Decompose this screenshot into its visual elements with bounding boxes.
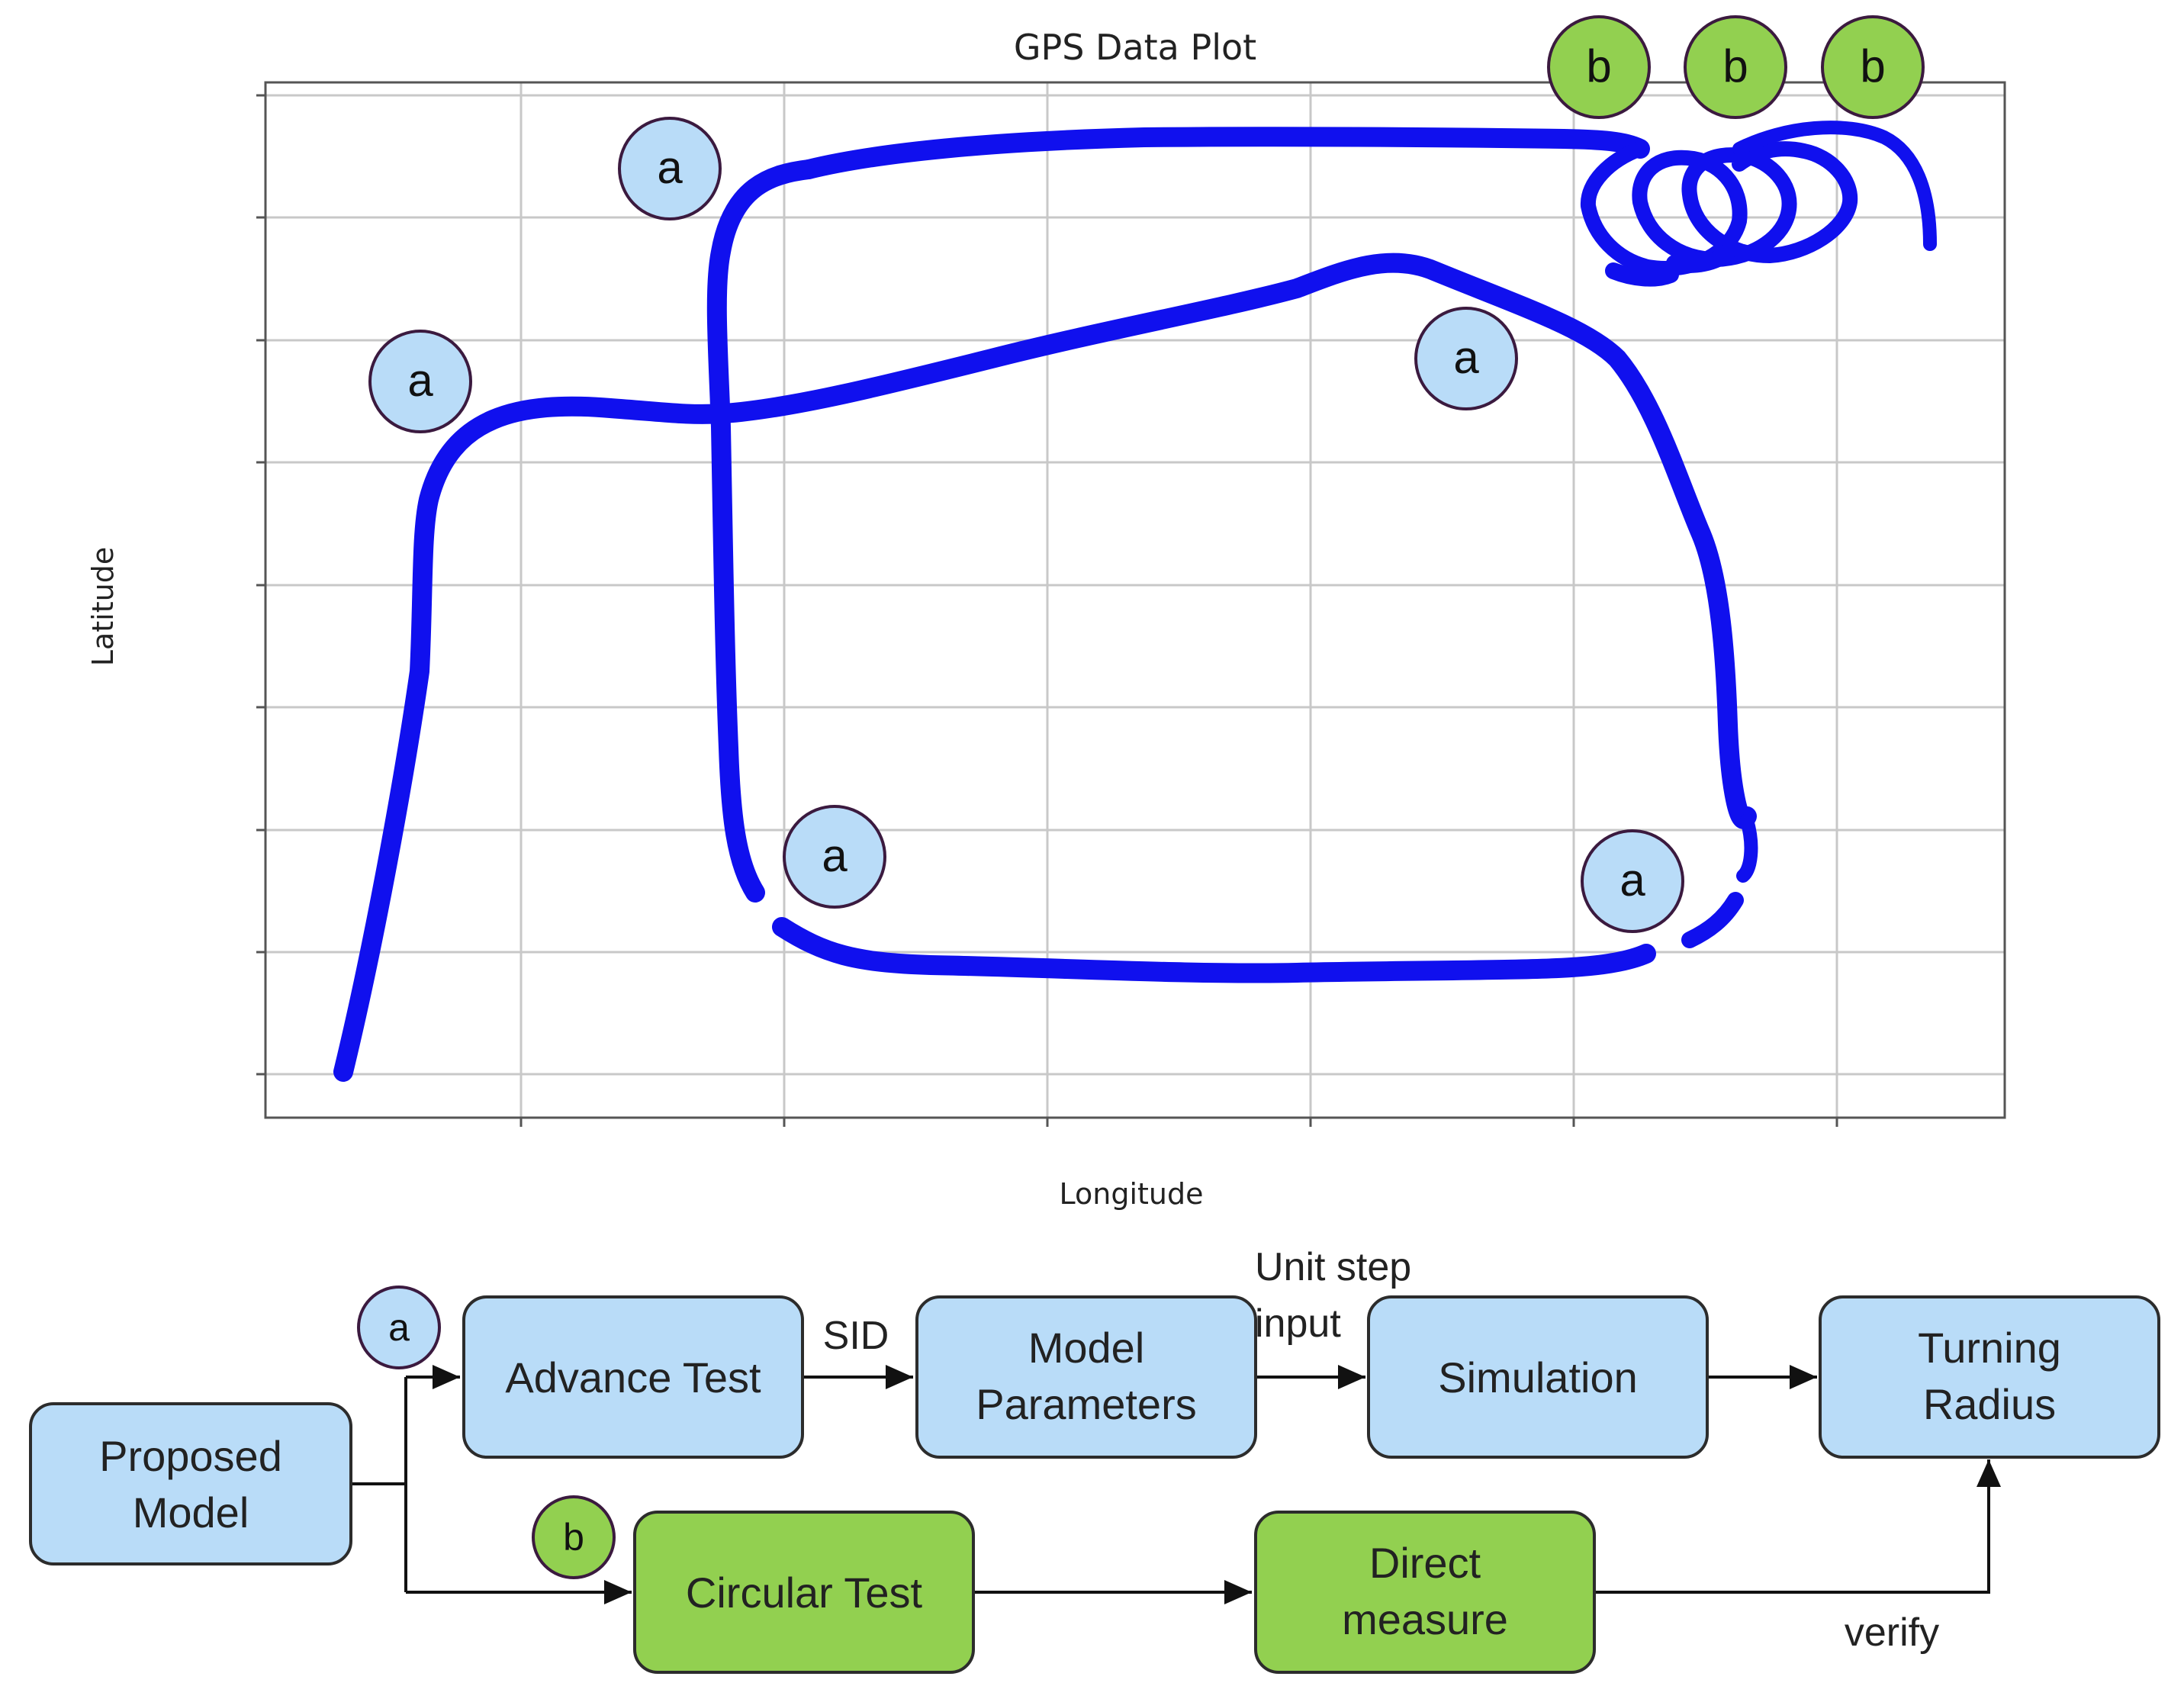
svg-text:a: a	[1453, 332, 1479, 383]
node-turning-radius: Turning Radius	[1819, 1295, 2160, 1459]
svg-text:b: b	[1860, 40, 1885, 92]
plot-marker-b-2: b	[1684, 15, 1787, 119]
plot-marker-a-west: a	[368, 330, 472, 433]
plot-marker-a-southeast: a	[1581, 829, 1684, 933]
x-axis-label: Longitude	[1060, 1177, 1204, 1211]
node-simulation: Simulation	[1367, 1295, 1709, 1459]
axis-ticks	[256, 94, 1838, 1127]
svg-text:a: a	[657, 142, 683, 193]
track-segment-loop-south	[772, 917, 1656, 983]
svg-text:b: b	[563, 1516, 584, 1559]
svg-text:a: a	[822, 830, 848, 881]
y-axis-label: Latitude	[86, 547, 120, 666]
plot-title: GPS Data Plot	[1014, 27, 1256, 68]
edge-label-unit-step-line1: Unit step	[1255, 1245, 1411, 1289]
track-segment-loop-north	[799, 127, 1650, 179]
plot-marker-a-northwest: a	[618, 117, 722, 220]
svg-text:Model: Model	[1028, 1324, 1145, 1372]
svg-text:measure: measure	[1342, 1595, 1508, 1643]
svg-text:Simulation: Simulation	[1438, 1353, 1637, 1401]
plot-marker-b-1: b	[1547, 15, 1651, 119]
edge-label-verify: verify	[1845, 1611, 1939, 1655]
svg-text:b: b	[1586, 40, 1611, 92]
plot-marker-a-east: a	[1414, 307, 1518, 410]
svg-text:Parameters: Parameters	[976, 1380, 1196, 1428]
plot-marker-a-southwest: a	[783, 805, 886, 909]
flow-diagram: Proposed Model Advance Test Model Parame…	[29, 1245, 2160, 1674]
track-segment-circles-tail	[1732, 121, 1937, 251]
flow-badge-b: b	[532, 1495, 616, 1579]
svg-text:b: b	[1722, 40, 1748, 92]
svg-text:Advance Test: Advance Test	[505, 1353, 761, 1401]
svg-text:a: a	[388, 1306, 410, 1349]
track-segment-south-east	[1681, 892, 1744, 948]
svg-text:a: a	[1620, 854, 1645, 906]
node-direct-measure: Direct measure	[1254, 1511, 1596, 1674]
svg-text:Turning: Turning	[1918, 1324, 2061, 1372]
svg-text:Radius: Radius	[1923, 1380, 2056, 1428]
svg-text:Circular Test: Circular Test	[686, 1569, 923, 1617]
edge-label-unit-step-line2: input	[1255, 1302, 1341, 1346]
flow-connectors	[351, 1365, 2001, 1604]
plot-marker-b-3: b	[1821, 15, 1925, 119]
plot-grid	[265, 82, 2005, 1118]
edge-direct-to-radius	[1594, 1459, 2001, 1594]
track-segment-west	[333, 253, 1757, 1082]
node-model-parameters: Model Parameters	[915, 1295, 1257, 1459]
svg-text:Proposed: Proposed	[99, 1432, 282, 1480]
node-circular-test: Circular Test	[633, 1511, 975, 1674]
svg-text:Model: Model	[133, 1488, 249, 1537]
edge-label-sid: SID	[823, 1314, 889, 1358]
svg-text:Direct: Direct	[1369, 1539, 1481, 1587]
flow-badge-a: a	[357, 1286, 441, 1369]
plot-frame	[264, 81, 2006, 1119]
node-proposed-model: Proposed Model	[29, 1402, 352, 1565]
track-segment-circles-lower	[1605, 243, 1736, 287]
gps-plot: GPS Data Plot Longitude Latitude a a	[86, 15, 2006, 1211]
track-segment-east-bottom	[1736, 813, 1758, 883]
track-segment-loop-west	[706, 159, 819, 903]
svg-text:a: a	[407, 355, 433, 406]
node-advance-test: Advance Test	[462, 1295, 804, 1459]
gps-track	[333, 121, 1937, 1082]
